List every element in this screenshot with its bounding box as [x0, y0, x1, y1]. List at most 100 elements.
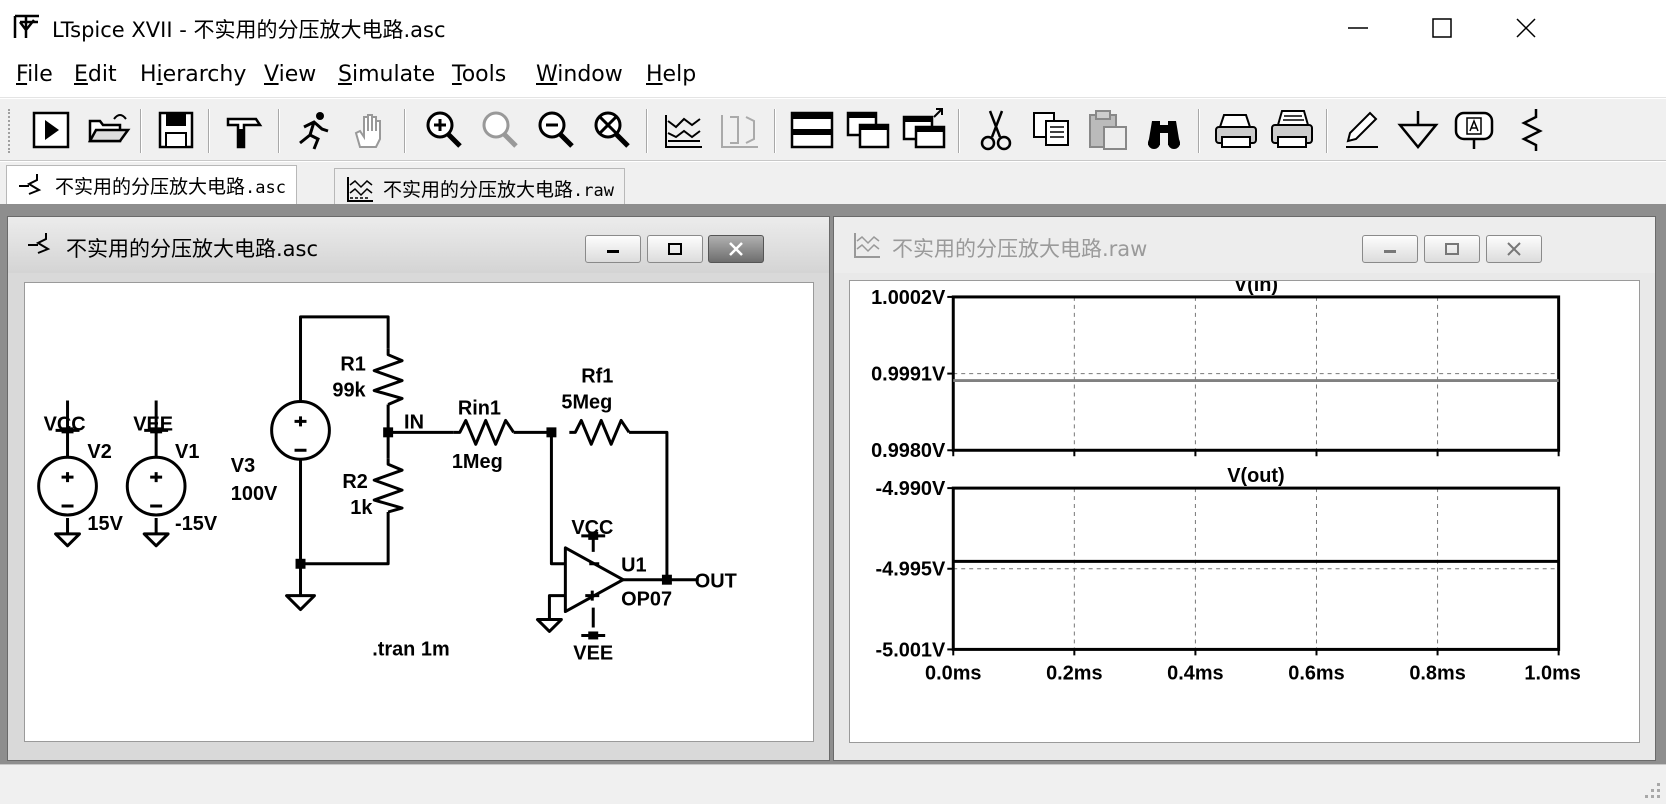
status-bar	[0, 764, 1666, 804]
document-tab-strip: 不实用的分压放大电路.asc 不实用的分压放大电路.raw	[0, 162, 1666, 205]
cut-button[interactable]	[972, 107, 1020, 153]
toolbar-separator	[1326, 109, 1328, 153]
menu-hierarchy[interactable]: Hierarchy	[140, 62, 247, 87]
menu-edit[interactable]: Edit	[74, 62, 117, 87]
zoom-cancel-button[interactable]	[588, 107, 636, 153]
copy-button[interactable]	[1028, 107, 1076, 153]
menu-tools[interactable]: Tools	[452, 62, 507, 87]
menu-help[interactable]: Help	[646, 62, 697, 87]
hammer-icon	[226, 117, 263, 149]
tab-schematic[interactable]: 不实用的分压放大电路.asc	[6, 165, 297, 205]
draw-wire-button[interactable]	[1338, 107, 1386, 153]
toolbar-separator	[958, 109, 960, 153]
restore-icon	[668, 243, 682, 255]
x-tick-label: 0.4ms	[1167, 662, 1223, 684]
y-tick-label: 1.0002V	[871, 287, 946, 309]
save-button[interactable]	[152, 107, 200, 153]
x-tick-label: 0.2ms	[1046, 662, 1102, 684]
waveform-restore-button[interactable]	[1424, 235, 1480, 263]
run-icon	[32, 111, 70, 149]
v1-name: V1	[175, 441, 199, 463]
place-resistor-button[interactable]	[1506, 107, 1554, 153]
waveform-close-button[interactable]	[1486, 235, 1542, 263]
schematic-close-button[interactable]	[708, 235, 764, 263]
restore-icon	[1445, 243, 1459, 255]
label-net-button[interactable]	[1450, 107, 1498, 153]
zoom-out-button[interactable]	[532, 107, 580, 153]
copy-icon	[1033, 112, 1069, 146]
menu-file[interactable]: File	[16, 62, 53, 87]
pan-button[interactable]	[346, 107, 394, 153]
waveform-autorange-icon	[665, 115, 702, 148]
close-windows-icon	[902, 108, 946, 149]
minimize-icon	[1348, 27, 1368, 29]
toolbar-separator	[404, 109, 406, 153]
resize-grip-icon[interactable]	[1642, 780, 1662, 800]
x-tick-label: 0.0ms	[925, 662, 981, 684]
title-bar: LTspice XVII - 不实用的分压放大电路.asc	[0, 0, 1666, 56]
schematic-window-caption[interactable]: 不实用的分压放大电路.asc	[8, 217, 829, 273]
y-tick-label: -4.990V	[876, 478, 946, 500]
close-button[interactable]	[1486, 8, 1566, 48]
menu-view[interactable]: View	[264, 62, 317, 87]
tab-waveform[interactable]: 不实用的分压放大电路.raw	[334, 168, 625, 204]
tile-horizontal-button[interactable]	[788, 107, 836, 153]
menu-window[interactable]: Window	[536, 62, 623, 87]
schematic-minimize-button[interactable]	[585, 235, 641, 263]
binoculars-icon	[1148, 121, 1180, 149]
cascade-button[interactable]	[844, 107, 892, 153]
print-button[interactable]	[1268, 107, 1316, 153]
run-button[interactable]	[28, 107, 76, 153]
y-tick-label: -4.995V	[876, 559, 946, 581]
window-title: LTspice XVII - 不实用的分压放大电路.asc	[52, 18, 446, 42]
rf1-value: 5Meg	[561, 391, 612, 413]
print-preview-button[interactable]	[1212, 107, 1260, 153]
net-label-icon	[1454, 111, 1494, 149]
tran-directive[interactable]: .tran 1m	[372, 638, 449, 660]
v1-value: -15V	[175, 513, 218, 535]
open-button[interactable]	[84, 107, 132, 153]
scissors-icon	[980, 110, 1012, 151]
minimize-button[interactable]	[1318, 8, 1398, 48]
minimize-icon	[1384, 250, 1396, 253]
menu-simulate[interactable]: Simulate	[338, 62, 436, 87]
u1-value: OP07	[621, 589, 672, 611]
toolbar-separator	[1198, 109, 1200, 153]
schematic-canvas[interactable]: VCC VEE V2 15V V1 -15V V3 100V R1 99k R2…	[24, 282, 814, 742]
toolbar-separator	[278, 109, 280, 153]
schematic-icon	[19, 174, 42, 195]
waveform-window-title: 不实用的分压放大电路.raw	[892, 237, 1148, 261]
y-tick-label: 0.9991V	[871, 364, 946, 386]
x-tick-label: 1.0ms	[1524, 662, 1580, 684]
toolbar-separator	[208, 109, 210, 153]
ltspice-app-icon[interactable]	[12, 12, 42, 42]
run-halt-button[interactable]	[290, 107, 338, 153]
zoom-in-button[interactable]	[420, 107, 468, 153]
place-ground-button[interactable]	[1394, 107, 1442, 153]
waveform-minimize-button[interactable]	[1362, 235, 1418, 263]
delete-trace-button[interactable]	[716, 107, 764, 153]
zoom-fit-icon	[482, 111, 518, 148]
v2-name: V2	[87, 441, 111, 463]
zoom-fit-button[interactable]	[476, 107, 524, 153]
close-window-button[interactable]	[900, 107, 948, 153]
autorange-button[interactable]	[660, 107, 708, 153]
find-button[interactable]	[1140, 107, 1188, 153]
plot-title: V(out)	[1227, 465, 1284, 487]
x-tick-label: 0.8ms	[1409, 662, 1465, 684]
waveform-window-caption[interactable]: 不实用的分压放大电路.raw	[834, 217, 1655, 273]
close-icon	[729, 242, 743, 256]
schematic-restore-button[interactable]	[647, 235, 703, 263]
plot-frame	[951, 295, 1561, 452]
out-net-label: OUT	[695, 571, 737, 593]
rf1-name: Rf1	[581, 366, 613, 388]
close-icon	[1516, 18, 1536, 38]
toolbar-separator	[140, 109, 142, 153]
control-panel-button[interactable]	[220, 107, 268, 153]
rin1-value: 1Meg	[452, 451, 503, 473]
maximize-button[interactable]	[1402, 8, 1482, 48]
toolbar-grip[interactable]	[8, 109, 12, 153]
maximize-icon	[1432, 18, 1452, 38]
paste-button[interactable]	[1084, 107, 1132, 153]
